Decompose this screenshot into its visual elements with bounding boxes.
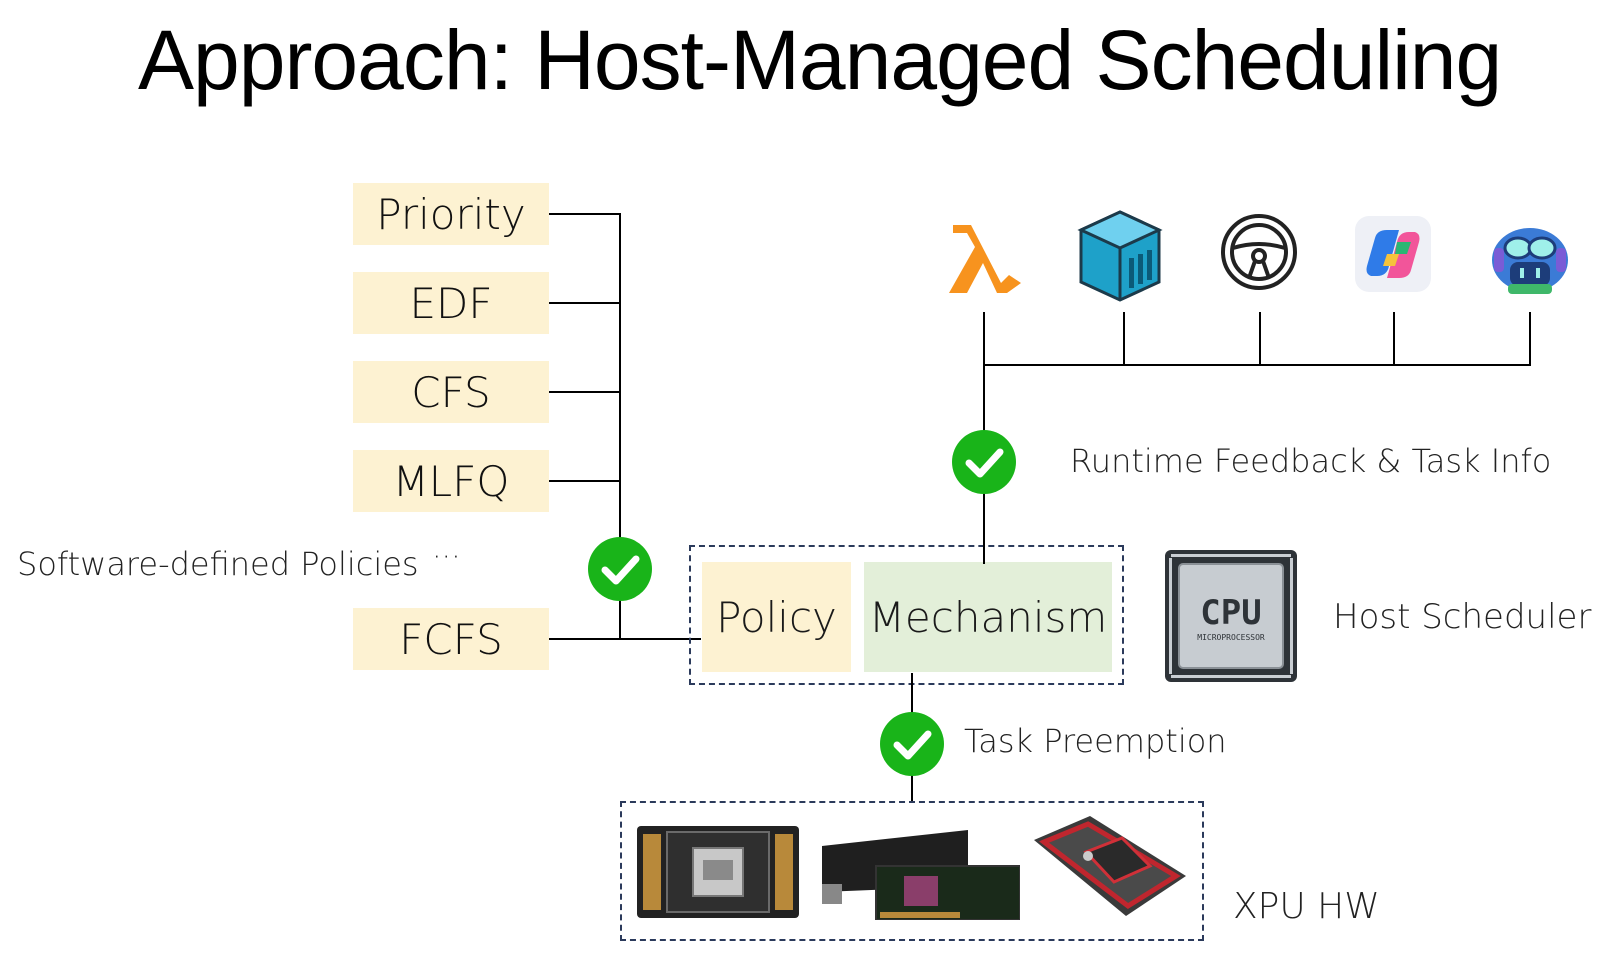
connector-priority bbox=[549, 213, 621, 215]
huawei-accelerator-card bbox=[1030, 812, 1190, 920]
connector-edf bbox=[549, 302, 621, 304]
mechanism-cell: Mechanism bbox=[864, 562, 1112, 672]
policy-mlfq: MLFQ bbox=[353, 450, 549, 512]
workload-drop-robot bbox=[1529, 312, 1531, 366]
policy-bus-vertical bbox=[619, 213, 621, 640]
policy-cell: Policy bbox=[702, 562, 851, 672]
cpu-sublabel: MICROPROCESSOR bbox=[1197, 633, 1265, 642]
nvidia-gpu-card bbox=[637, 826, 799, 918]
policy-fcfs: FCFS bbox=[353, 608, 549, 670]
check-icon bbox=[588, 537, 652, 601]
lambda-icon bbox=[945, 213, 1025, 299]
copilot-icon bbox=[1353, 214, 1433, 294]
cpu-label: CPU bbox=[1200, 593, 1261, 633]
host-scheduler-label: Host Scheduler bbox=[1333, 597, 1592, 637]
workload-drop-container bbox=[1123, 312, 1125, 366]
check-icon bbox=[880, 712, 944, 776]
scheduler-box bbox=[689, 545, 1124, 685]
workload-drop-steering bbox=[1259, 312, 1261, 366]
check-icon bbox=[952, 430, 1016, 494]
hardware-label: XPU HW bbox=[1233, 886, 1380, 927]
copilot-robot-icon bbox=[1488, 218, 1572, 298]
hardware-box bbox=[620, 801, 1204, 941]
policies-label: Software-defined Policies bbox=[17, 545, 419, 583]
policy-priority: Priority bbox=[353, 183, 549, 245]
policy-edf: EDF bbox=[353, 272, 549, 334]
feedback-label: Runtime Feedback & Task Info bbox=[1070, 442, 1552, 480]
connector-cfs bbox=[549, 391, 621, 393]
amd-instinct-card bbox=[818, 826, 1021, 921]
ellipsis: ··· bbox=[432, 540, 461, 575]
cpu-chip-icon: CPU MICROPROCESSOR bbox=[1163, 548, 1299, 684]
workload-bus-horizontal bbox=[983, 364, 1531, 366]
page-title: Approach: Host-Managed Scheduling bbox=[138, 13, 1502, 107]
workload-drop-copilot bbox=[1393, 312, 1395, 366]
steering-wheel-icon bbox=[1219, 212, 1299, 292]
connector-fcfs bbox=[549, 638, 701, 640]
container-icon bbox=[1077, 208, 1163, 304]
policy-cfs: CFS bbox=[353, 361, 549, 423]
connector-mlfq bbox=[549, 480, 621, 482]
preemption-label: Task Preemption bbox=[964, 722, 1227, 760]
